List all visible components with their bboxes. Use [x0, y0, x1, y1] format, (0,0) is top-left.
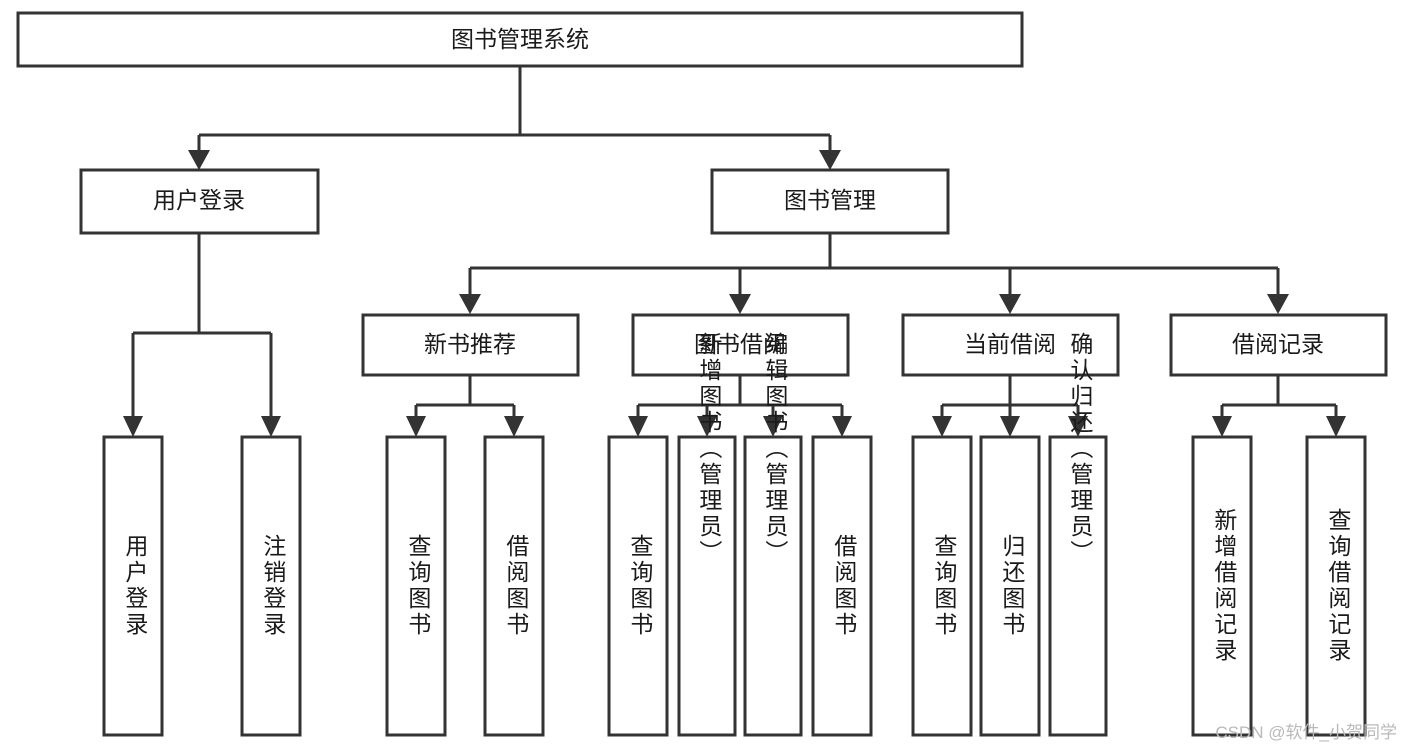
node-user-login-box[interactable] — [79, 168, 320, 235]
node-new-book-rec-label: 新书推荐 — [424, 331, 516, 357]
node-book-manage-label: 图书管理 — [784, 187, 876, 213]
node-root-box[interactable] — [16, 11, 1024, 68]
node-leaf-query-book-1[interactable]: 查询图书 — [385, 435, 447, 737]
node-leaf-query-book-1-label: 查询图书 — [405, 534, 432, 638]
node-leaf-add-book-box[interactable] — [677, 435, 737, 737]
arrowhead-leaf-add-book — [697, 416, 717, 437]
node-leaf-return-book[interactable]: 归还图书 — [979, 435, 1041, 737]
node-root-label: 图书管理系统 — [451, 26, 589, 52]
node-leaf-return-book-box[interactable] — [979, 435, 1041, 737]
node-book-borrow-label: 图书借阅 — [694, 331, 786, 357]
node-leaf-edit-book[interactable]: 编辑图书（管理员） — [743, 332, 803, 737]
node-leaf-borrow-book-2[interactable]: 借阅图书 — [811, 435, 873, 737]
arrowhead-leaf-return-book — [1000, 416, 1020, 437]
node-leaf-user-login[interactable]: 用户登录 — [102, 435, 164, 737]
node-leaf-logout-box[interactable] — [240, 435, 302, 737]
node-leaf-borrow-book-1[interactable]: 借阅图书 — [483, 435, 545, 737]
node-leaf-add-record-label: 新增借阅记录 — [1211, 508, 1238, 664]
node-leaf-edit-book-box[interactable] — [743, 435, 803, 737]
node-leaf-add-book[interactable]: 新增图书（管理员） — [677, 332, 737, 737]
arrowhead-leaf-query-book-2 — [628, 416, 648, 437]
arrowhead-leaf-query-record — [1326, 416, 1346, 437]
node-leaf-query-book-2-label: 查询图书 — [627, 534, 654, 638]
node-leaf-logout-label: 注销登录 — [260, 534, 287, 638]
node-book-manage-box[interactable] — [710, 168, 950, 235]
node-leaf-borrow-book-1-box[interactable] — [483, 435, 545, 737]
node-leaf-query-book-3-label: 查询图书 — [931, 534, 958, 638]
node-leaf-query-book-3-box[interactable] — [911, 435, 973, 737]
node-leaf-query-record[interactable]: 查询借阅记录 — [1305, 435, 1367, 737]
node-leaf-query-book-1-box[interactable] — [385, 435, 447, 737]
node-book-manage[interactable]: 图书管理 — [710, 168, 950, 235]
node-leaf-confirm-return-box[interactable] — [1048, 435, 1108, 737]
node-leaf-add-record[interactable]: 新增借阅记录 — [1191, 435, 1253, 737]
node-leaf-confirm-return-label: 确认归还（管理员） — [1067, 332, 1094, 566]
arrowhead-leaf-user-login — [123, 416, 143, 437]
node-current-borrow[interactable]: 当前借阅 — [901, 313, 1120, 377]
arrowhead-leaf-borrow-book-1 — [504, 416, 524, 437]
node-leaf-borrow-book-2-box[interactable] — [811, 435, 873, 737]
node-leaf-user-login-box[interactable] — [102, 435, 164, 737]
arrowhead-leaf-logout — [261, 416, 281, 437]
arrowhead-current-borrow — [999, 294, 1021, 314]
node-leaf-borrow-book-1-label: 借阅图书 — [503, 534, 530, 638]
node-new-book-rec[interactable]: 新书推荐 — [361, 313, 580, 377]
arrowhead-leaf-borrow-book-2 — [832, 416, 852, 437]
node-borrow-record-box[interactable] — [1169, 313, 1388, 377]
node-new-book-rec-box[interactable] — [361, 313, 580, 377]
arrowhead-borrow-record — [1267, 294, 1289, 314]
node-leaf-return-book-label: 归还图书 — [999, 534, 1026, 638]
node-current-borrow-label: 当前借阅 — [964, 331, 1056, 357]
node-book-borrow[interactable]: 图书借阅 — [631, 313, 850, 377]
arrowhead-book-manage — [819, 150, 841, 170]
arrowhead-book-borrow — [729, 294, 751, 314]
node-leaf-query-book-3[interactable]: 查询图书 — [911, 435, 973, 737]
node-borrow-record-label: 借阅记录 — [1232, 331, 1324, 357]
arrowhead-leaf-query-book-1 — [406, 416, 426, 437]
node-borrow-record[interactable]: 借阅记录 — [1169, 313, 1388, 377]
node-root[interactable]: 图书管理系统 — [16, 11, 1024, 68]
node-leaf-add-book-label: 新增图书（管理员） — [696, 332, 723, 566]
arrowhead-leaf-confirm-return — [1068, 416, 1088, 437]
node-current-borrow-box[interactable] — [901, 313, 1120, 377]
node-leaf-query-record-box[interactable] — [1305, 435, 1367, 737]
node-leaf-user-login-label: 用户登录 — [122, 534, 149, 638]
arrowhead-leaf-query-book-3 — [932, 416, 952, 437]
node-leaf-query-book-2[interactable]: 查询图书 — [607, 435, 669, 737]
connector-layer — [123, 66, 1346, 437]
node-leaf-logout[interactable]: 注销登录 — [240, 435, 302, 737]
node-leaf-edit-book-label: 编辑图书（管理员） — [762, 332, 789, 566]
arrowhead-leaf-add-record — [1212, 416, 1232, 437]
node-user-login[interactable]: 用户登录 — [79, 168, 320, 235]
arrowhead-new-book-rec — [459, 294, 481, 314]
node-leaf-borrow-book-2-label: 借阅图书 — [831, 534, 858, 638]
node-leaf-query-record-label: 查询借阅记录 — [1325, 508, 1352, 664]
node-user-login-label: 用户登录 — [153, 187, 245, 213]
arrowhead-user-login — [188, 150, 210, 170]
node-leaf-add-record-box[interactable] — [1191, 435, 1253, 737]
arrowhead-leaf-edit-book — [763, 416, 783, 437]
node-leaf-confirm-return[interactable]: 确认归还（管理员） — [1048, 332, 1108, 737]
node-leaf-query-book-2-box[interactable] — [607, 435, 669, 737]
node-book-borrow-box[interactable] — [631, 313, 850, 377]
